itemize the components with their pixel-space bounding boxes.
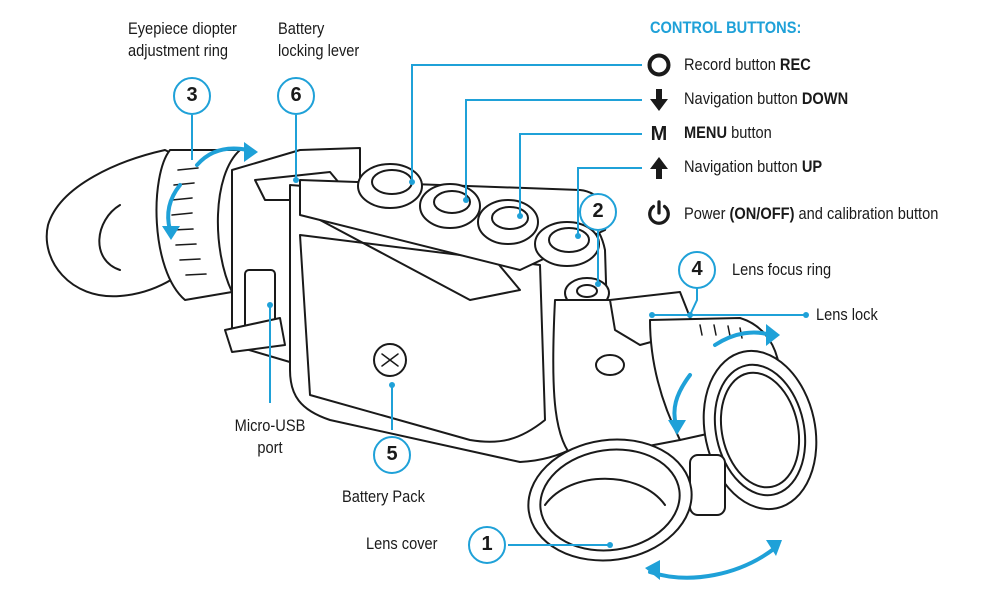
cover-hinge [689,454,726,516]
record-circle-icon [646,52,672,78]
battery-pack-label: Battery Pack [342,487,425,506]
callout-number-1: 1 [468,526,506,564]
callout-number-6: 6 [277,77,315,115]
menu-button-label: MENU button [684,123,772,142]
lens-cover-label: Lens cover [366,534,438,553]
control-buttons-heading: CONTROL BUTTONS: [650,18,802,37]
callout-number-2: 2 [579,193,617,231]
callout-leaders [191,64,806,546]
control-buttons [357,163,600,267]
eyepiece-arrow-top [195,146,250,167]
battery-pack [299,234,546,443]
lens-focus-label: Lens focus ring [732,260,832,279]
callout-number-4: 4 [678,251,716,289]
arrow-down-icon [646,87,672,113]
power-button-label: Power (ON/OFF) and calibration button [684,204,939,223]
up-button-label: Navigation button UP [684,157,823,176]
lens-lock-label: Lens lock [816,305,878,324]
rotation-arrowheads [162,142,782,580]
eyecup-inner [98,204,121,271]
front-badge [595,354,625,376]
cover-arrow [648,546,777,580]
record-button-label: Record button REC [684,55,811,74]
eyepiece-ring-grip [171,167,207,276]
callout-number-3: 3 [173,77,211,115]
down-button-label: Navigation button DOWN [684,89,849,108]
menu-m-icon: M [650,122,668,145]
leader-dots [267,177,809,548]
arrow-up-icon [646,155,672,181]
power-icon [646,200,672,226]
callout-number-5: 5 [373,436,411,474]
